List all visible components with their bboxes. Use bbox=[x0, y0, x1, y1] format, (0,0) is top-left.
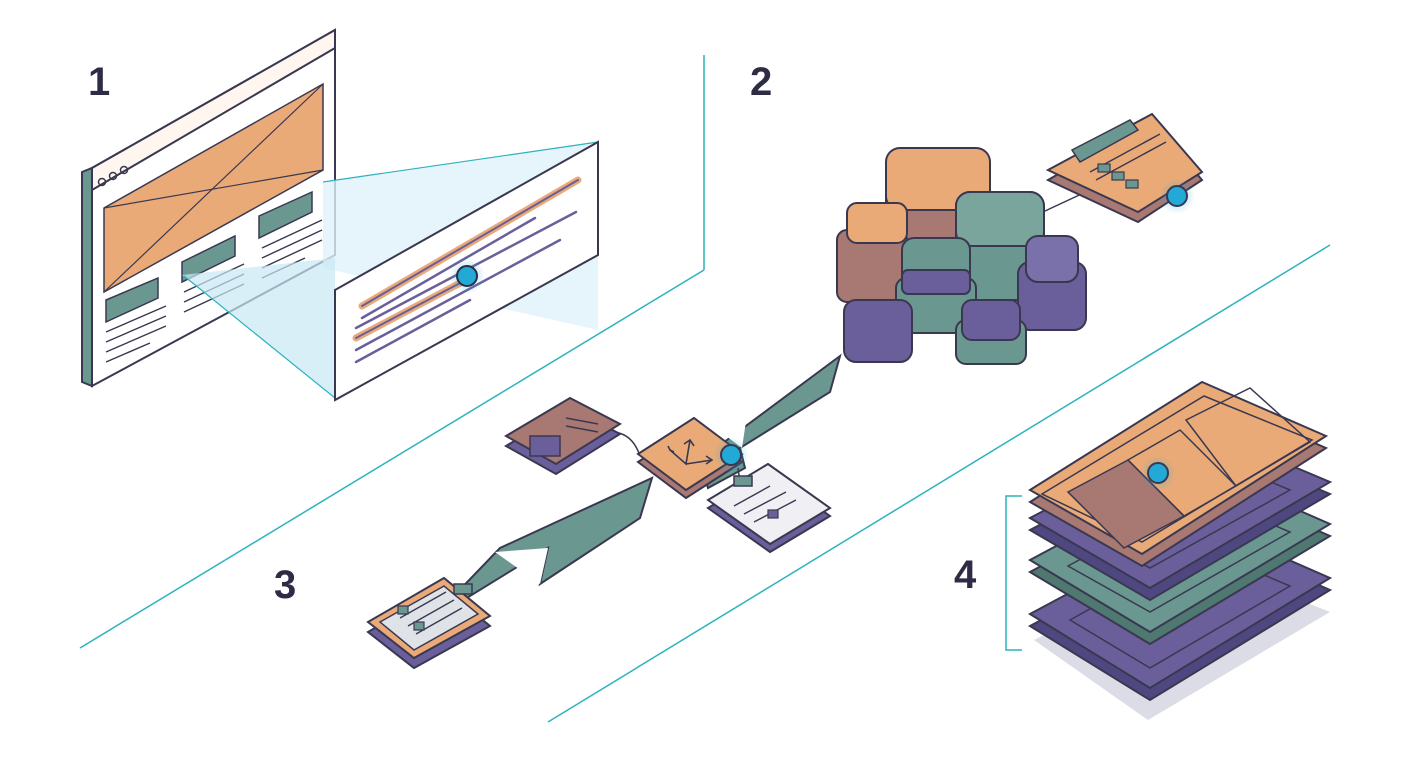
step-2-illustration bbox=[836, 112, 1204, 365]
divider-lines bbox=[79, 55, 1331, 723]
step-number-4: 4 bbox=[954, 553, 977, 597]
step-1-illustration bbox=[81, 28, 599, 402]
divider-line-3 bbox=[547, 244, 1331, 723]
workflow-arrow-lower bbox=[441, 476, 654, 615]
focus-point-2 bbox=[1166, 185, 1188, 207]
wireframe-block-3 bbox=[258, 190, 313, 240]
block-orange-small bbox=[846, 202, 908, 244]
focus-point-3 bbox=[720, 444, 742, 466]
projection-beam-bottom bbox=[182, 258, 335, 398]
wireframe-block-2 bbox=[181, 234, 236, 284]
window-dot-2 bbox=[108, 171, 118, 181]
browser-window-edge bbox=[81, 166, 93, 388]
block-purple-left bbox=[843, 299, 913, 363]
step-3-illustration bbox=[366, 353, 842, 670]
browser-titlebar bbox=[91, 28, 336, 192]
step-number-3: 3 bbox=[274, 563, 297, 607]
window-dot-3 bbox=[119, 165, 129, 175]
focus-point-1 bbox=[456, 265, 478, 287]
layer-bracket bbox=[1005, 495, 1022, 651]
divider-line-2 bbox=[79, 269, 705, 649]
step-number-2: 2 bbox=[750, 60, 773, 104]
block-purple-center bbox=[961, 299, 1021, 341]
wireframe-block-1 bbox=[105, 276, 159, 324]
step-number-1: 1 bbox=[88, 60, 111, 104]
step-4-illustration bbox=[1005, 380, 1333, 720]
focus-point-4 bbox=[1147, 462, 1169, 484]
window-dot-1 bbox=[97, 177, 107, 187]
